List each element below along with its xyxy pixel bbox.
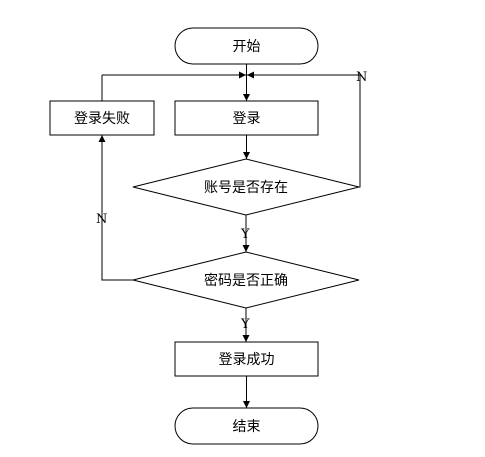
start-label: 开始 bbox=[233, 39, 261, 55]
account-no-label: N bbox=[356, 70, 367, 85]
password-correct-label: 密码是否正确 bbox=[204, 272, 288, 289]
login-failed-node: 登录失败 bbox=[49, 100, 155, 136]
start-node: 开始 bbox=[174, 27, 319, 65]
login-success-node: 登录成功 bbox=[174, 341, 319, 377]
login-node: 登录 bbox=[174, 100, 319, 136]
login-success-label: 登录成功 bbox=[219, 352, 275, 368]
end-label: 结束 bbox=[233, 419, 261, 435]
password-yes-label: Y bbox=[240, 317, 250, 332]
end-node: 结束 bbox=[174, 407, 319, 445]
edge-password-no bbox=[98, 135, 133, 281]
password-no-label: N bbox=[96, 212, 107, 227]
edge-account-no bbox=[358, 74, 361, 188]
account-yes-label: Y bbox=[240, 227, 250, 242]
login-label: 登录 bbox=[233, 111, 261, 127]
account-exists-label: 账号是否存在 bbox=[204, 180, 288, 196]
login-failed-label: 登录失败 bbox=[74, 111, 130, 127]
account-exists-decision: 账号是否存在 bbox=[132, 158, 360, 216]
password-correct-decision: 密码是否正确 bbox=[132, 251, 360, 309]
